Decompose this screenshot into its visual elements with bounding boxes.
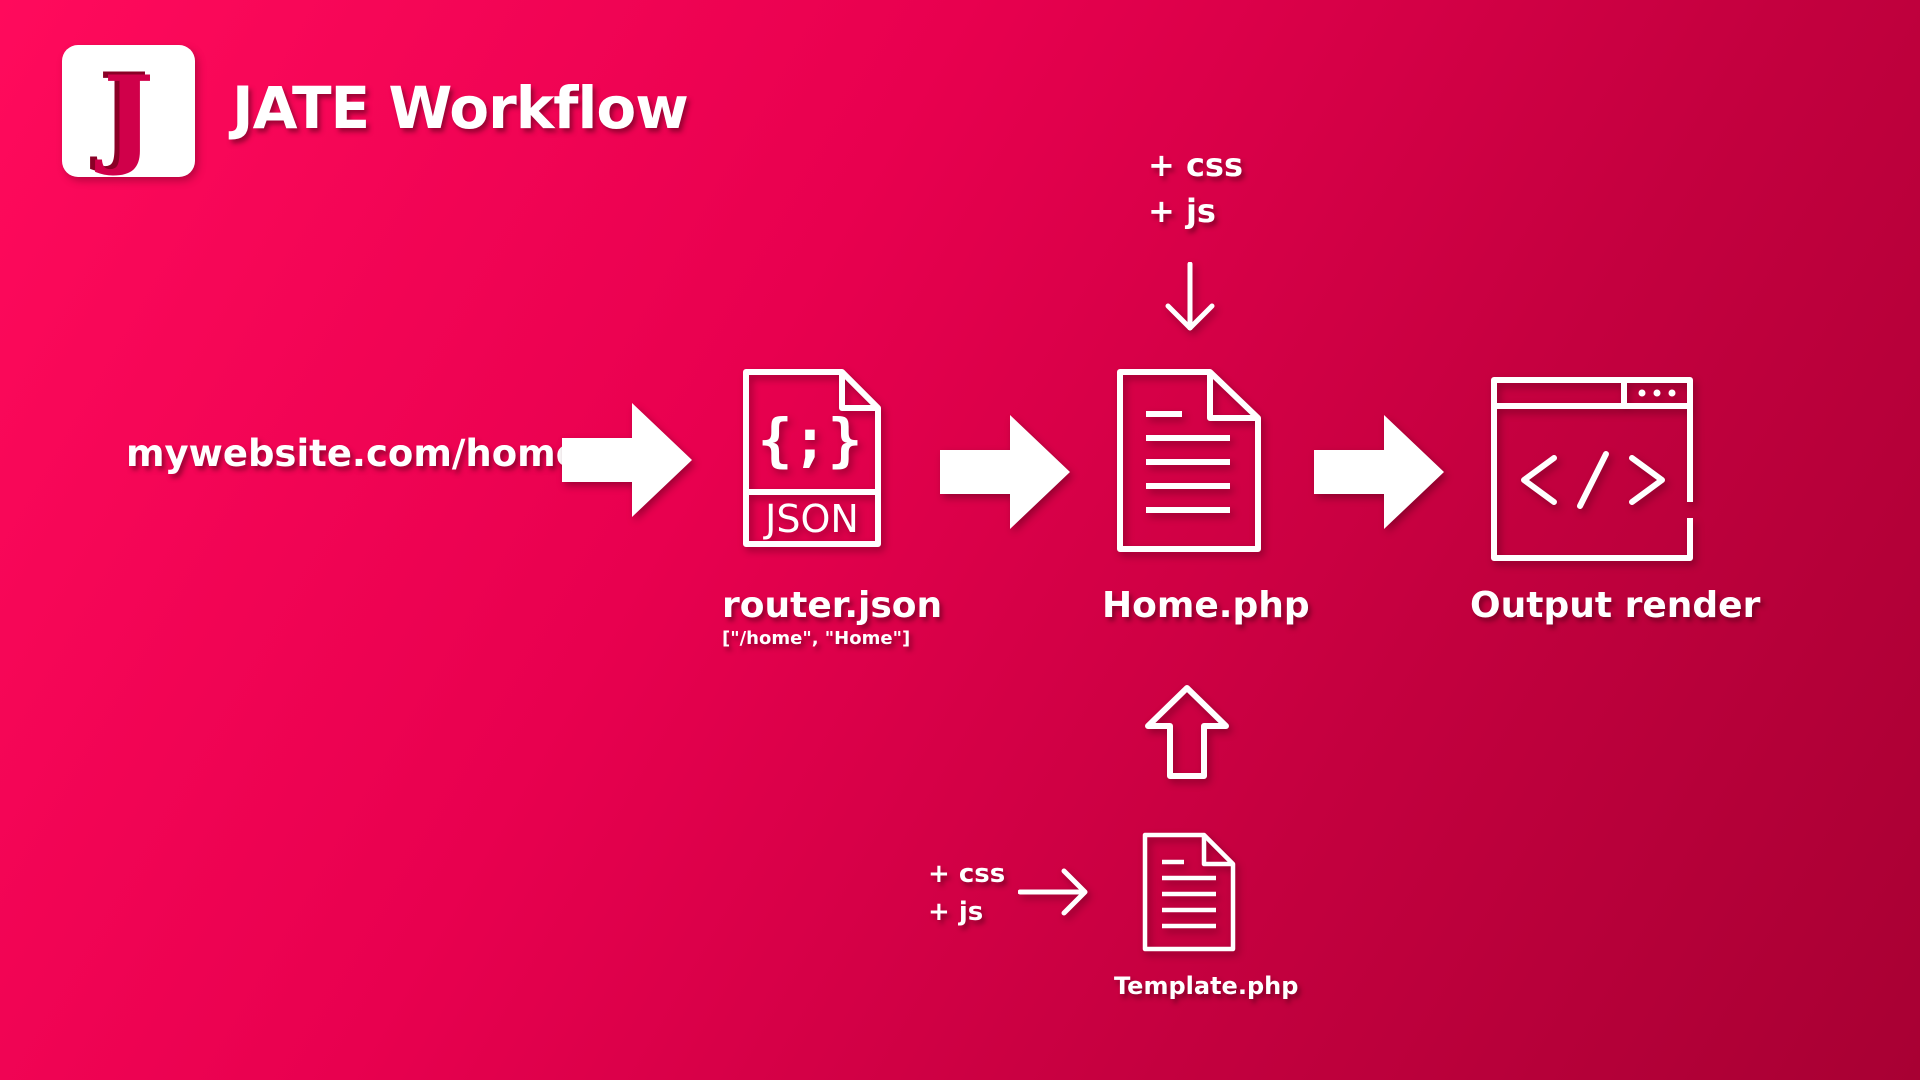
document-icon bbox=[1117, 369, 1261, 552]
json-symbol: {;} bbox=[758, 406, 863, 474]
arrow-up-icon bbox=[1145, 685, 1229, 779]
template-php-label: Template.php bbox=[1114, 972, 1299, 1000]
template-additions: + css + js bbox=[928, 856, 1005, 931]
router-route-text: ["/home", "Home"] bbox=[722, 628, 911, 649]
home-php-label: Home.php bbox=[1102, 585, 1310, 626]
template-document-icon bbox=[1142, 832, 1236, 952]
arrow-right-thin-icon bbox=[1018, 868, 1088, 916]
arrow-down-icon bbox=[1165, 262, 1215, 331]
arrow-right-icon bbox=[1314, 415, 1444, 529]
router-json-label: router.json bbox=[722, 585, 943, 626]
browser-code-icon bbox=[1491, 377, 1693, 561]
logo-letter: J bbox=[102, 53, 155, 179]
page-title: JATE Workflow bbox=[232, 74, 689, 142]
home-additions: + css + js bbox=[1148, 142, 1243, 235]
jate-logo: J bbox=[62, 45, 195, 179]
arrow-right-icon bbox=[940, 415, 1070, 529]
template-js-addition: + js bbox=[928, 896, 984, 927]
json-file-icon: {;} JSON bbox=[743, 369, 881, 547]
json-icon-text: JSON bbox=[763, 497, 859, 541]
output-render-label: Output render bbox=[1470, 585, 1761, 626]
home-css-addition: + css bbox=[1148, 146, 1244, 184]
url-label: mywebsite.com/home bbox=[126, 432, 581, 475]
template-css-addition: + css bbox=[928, 859, 1006, 889]
arrow-right-icon bbox=[562, 403, 692, 517]
home-js-addition: + js bbox=[1148, 192, 1216, 231]
